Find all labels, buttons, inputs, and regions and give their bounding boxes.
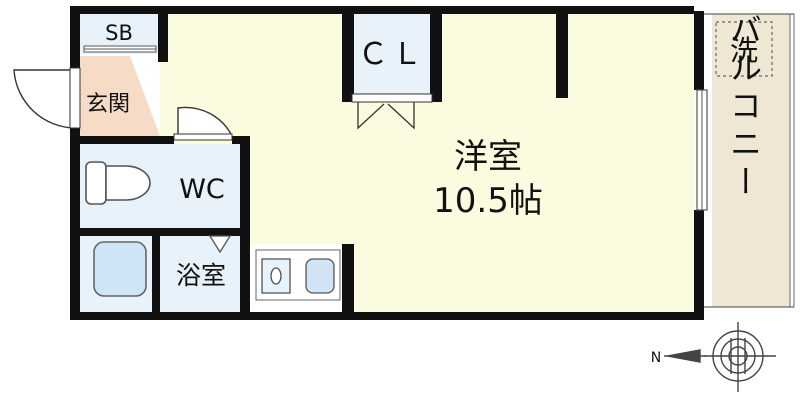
- bathtub-icon: [93, 241, 147, 297]
- balcony-floor: [712, 14, 794, 307]
- closet-doors: [357, 100, 415, 130]
- toilet-door: [177, 106, 233, 137]
- entrance-label: 玄関: [86, 92, 130, 117]
- entrance-door: [13, 69, 77, 129]
- shoe-box-label: SB: [105, 21, 133, 45]
- entrance-floor: [80, 56, 160, 136]
- main-room-size: 10.5帖: [433, 181, 543, 221]
- compass-rose-icon: [664, 322, 776, 392]
- walls: [70, 6, 704, 320]
- stove-icon: [305, 258, 335, 294]
- closet-label: ＣＬ: [358, 37, 426, 72]
- north-label: N: [651, 350, 661, 366]
- toilet-fixture-icon: [85, 161, 151, 205]
- closet-floor: [350, 14, 432, 98]
- main-room-label: 洋室: [454, 137, 522, 177]
- balcony-rail: [789, 13, 795, 308]
- wash-basin-icon: [208, 235, 232, 254]
- toilet-label: WC: [179, 174, 225, 205]
- laundry-label: 洗: [730, 34, 758, 67]
- balcony-label: バルコニー: [725, 13, 763, 203]
- bathroom-label: 浴室: [176, 261, 226, 290]
- washroom-floor: [160, 236, 240, 314]
- laundry-space: [715, 21, 773, 77]
